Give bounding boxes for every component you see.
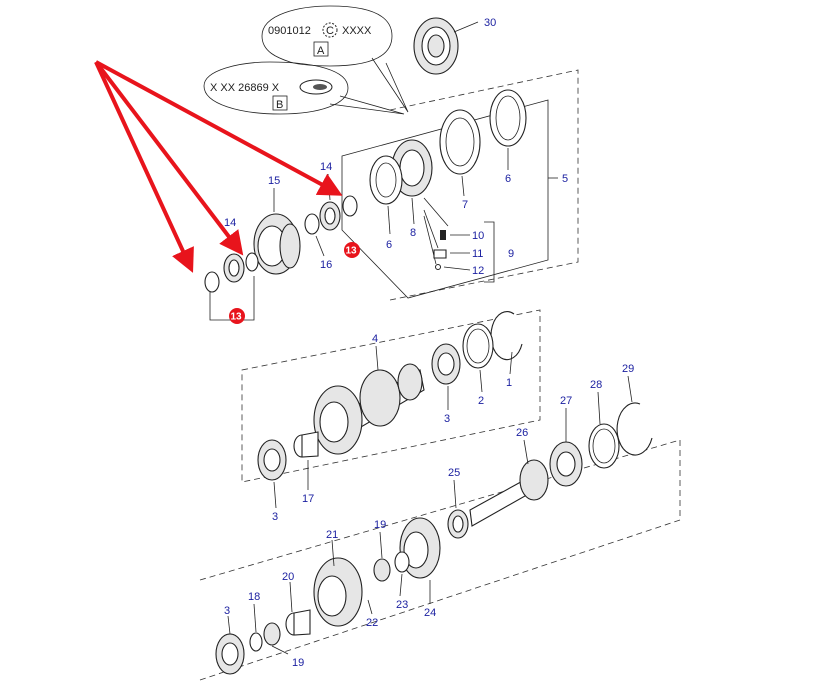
label-10: 10 bbox=[472, 230, 484, 242]
label-11: 11 bbox=[472, 248, 483, 260]
label-5: 5 bbox=[562, 173, 568, 185]
part-17-sleeve bbox=[293, 431, 319, 490]
label-6-upper: 6 bbox=[505, 173, 511, 185]
part-4-main-shaft bbox=[313, 345, 425, 455]
part-1-snap-ring bbox=[490, 311, 523, 375]
label-7: 7 bbox=[462, 199, 468, 211]
ball-icon bbox=[435, 264, 441, 270]
part-14-bearing-right bbox=[319, 173, 341, 231]
part-28-ring bbox=[588, 391, 620, 469]
label-4: 4 bbox=[372, 333, 378, 345]
callout-a-code-symbol: C bbox=[326, 25, 334, 37]
label-26: 26 bbox=[516, 427, 528, 439]
label-24: 24 bbox=[424, 607, 436, 619]
label-21: 21 bbox=[326, 529, 338, 541]
label-25: 25 bbox=[448, 467, 460, 479]
part-16-washer bbox=[304, 213, 325, 257]
part-6-ring-lower bbox=[369, 155, 403, 235]
plunger-icon bbox=[433, 249, 447, 259]
mainshaft-group-outline bbox=[241, 309, 541, 483]
part-14-bearing-left bbox=[223, 253, 245, 283]
part-26-countershaft bbox=[469, 439, 549, 527]
label-14-left: 14 bbox=[224, 217, 236, 229]
part-3-bearing-main bbox=[431, 343, 461, 410]
part-labels: 30 5 6 7 8 6 10 11 12 9 14 15 14 16 1 2 … bbox=[224, 17, 634, 669]
highlight-arrows bbox=[94, 60, 343, 273]
callout-b-box-label: B bbox=[276, 99, 283, 111]
part-13-washer-left bbox=[204, 252, 259, 293]
label-20: 20 bbox=[282, 571, 294, 583]
part-19-needle-left bbox=[263, 622, 289, 655]
part-18-ring bbox=[249, 603, 263, 652]
part-27-bearing bbox=[549, 408, 583, 487]
svg-text:13: 13 bbox=[231, 312, 243, 323]
red-arrow-1 bbox=[94, 61, 194, 273]
countershaft-group-outline bbox=[199, 439, 681, 681]
part-30-bearing bbox=[413, 17, 479, 75]
callout-a-code-right: XXXX bbox=[342, 25, 372, 37]
label-1: 1 bbox=[506, 377, 512, 389]
callout-a-box-label: A bbox=[317, 45, 325, 57]
label-16: 16 bbox=[320, 259, 332, 271]
label-6-lower: 6 bbox=[386, 239, 392, 251]
part-3-bearing-left bbox=[257, 439, 287, 509]
callout-b-box bbox=[272, 95, 288, 111]
part-25-bearing bbox=[447, 479, 469, 539]
label-9: 9 bbox=[508, 248, 514, 260]
parts-9-12-detent bbox=[423, 197, 495, 283]
part-22-washer bbox=[367, 599, 373, 615]
red-arrow-2 bbox=[94, 60, 244, 256]
label-22: 22 bbox=[366, 617, 378, 629]
label-2: 2 bbox=[478, 395, 484, 407]
synchro-assembly-box bbox=[341, 99, 558, 299]
svg-text:13: 13 bbox=[346, 246, 358, 257]
spring-icon bbox=[440, 230, 446, 240]
callout-b-code: X XX 26869 X bbox=[210, 82, 280, 94]
part-21-gear bbox=[313, 539, 363, 627]
callout-a: 0901012 C XXXX A bbox=[261, 5, 409, 113]
label-3-main: 3 bbox=[444, 413, 450, 425]
badge-13-right: 13 bbox=[344, 242, 360, 258]
label-27: 27 bbox=[560, 395, 572, 407]
part-15-gear bbox=[253, 188, 301, 275]
part-6-ring-upper bbox=[489, 89, 527, 170]
part-7-clutch-ring bbox=[439, 109, 481, 197]
red-arrow-3 bbox=[95, 60, 343, 196]
label-15: 15 bbox=[268, 175, 280, 187]
part-29-snap-ring bbox=[616, 375, 653, 456]
callout-b: X XX 26869 X B bbox=[203, 61, 405, 115]
label-19-right: 19 bbox=[374, 519, 386, 531]
part-13-washer-right bbox=[342, 195, 358, 217]
gear-symbol-icon bbox=[322, 22, 338, 38]
callout-a-box bbox=[313, 41, 329, 57]
label-3-left: 3 bbox=[272, 511, 278, 523]
label-8: 8 bbox=[410, 227, 416, 239]
label-19-left: 19 bbox=[292, 657, 304, 669]
label-12: 12 bbox=[472, 265, 484, 277]
part-20-sleeve bbox=[285, 581, 311, 636]
seal-ring-inner-icon bbox=[313, 84, 327, 90]
label-29: 29 bbox=[622, 363, 634, 375]
seal-ring-icon bbox=[299, 79, 333, 95]
badge-13-left: 13 bbox=[229, 308, 245, 324]
label-17: 17 bbox=[302, 493, 314, 505]
part-2-ring bbox=[462, 323, 494, 393]
callout-a-code-left: 0901012 bbox=[268, 25, 311, 37]
part-3-bearing-bottom bbox=[215, 615, 245, 675]
label-14-right: 14 bbox=[320, 161, 332, 173]
label-18: 18 bbox=[248, 591, 260, 603]
label-30: 30 bbox=[484, 17, 496, 29]
label-3-bottom: 3 bbox=[224, 605, 230, 617]
part-19-needle-right bbox=[373, 531, 391, 582]
synchro-group-outline bbox=[389, 69, 579, 301]
label-23: 23 bbox=[396, 599, 408, 611]
part-23-washer bbox=[394, 551, 410, 597]
part-24-gear bbox=[399, 517, 441, 604]
label-28: 28 bbox=[590, 379, 602, 391]
